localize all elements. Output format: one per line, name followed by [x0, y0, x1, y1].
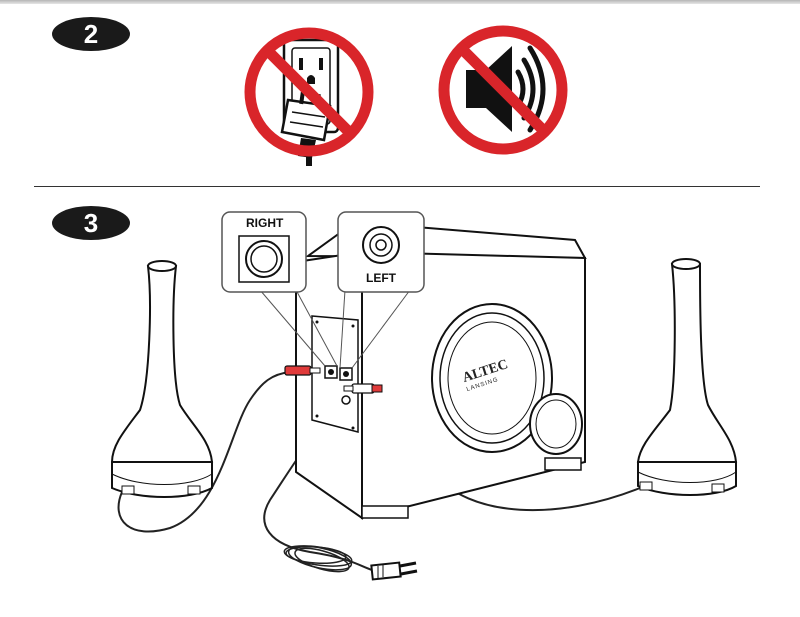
step-3-number: 3	[83, 207, 99, 238]
right-jack-callout	[221, 211, 307, 293]
right-jack-label: RIGHT	[246, 216, 284, 230]
left-jack-callout	[337, 211, 425, 293]
step-2-badge: 2	[52, 17, 130, 51]
page-top-edge	[0, 0, 800, 4]
step-2-number: 2	[83, 18, 99, 49]
power-plug	[370, 561, 418, 581]
right-satellite-speaker	[636, 258, 738, 496]
left-satellite-speaker	[110, 260, 214, 498]
subwoofer	[295, 220, 587, 520]
section-divider	[34, 186, 760, 187]
no-plug-icon	[244, 27, 374, 166]
mute-speaker-icon	[438, 25, 568, 155]
left-jack-label: LEFT	[366, 271, 396, 285]
step-3-badge: 3	[52, 206, 130, 240]
power-cord-coil	[283, 545, 353, 573]
rca-plug-white	[343, 383, 383, 394]
rca-plug-red	[284, 365, 321, 376]
callout-lines	[259, 289, 411, 369]
